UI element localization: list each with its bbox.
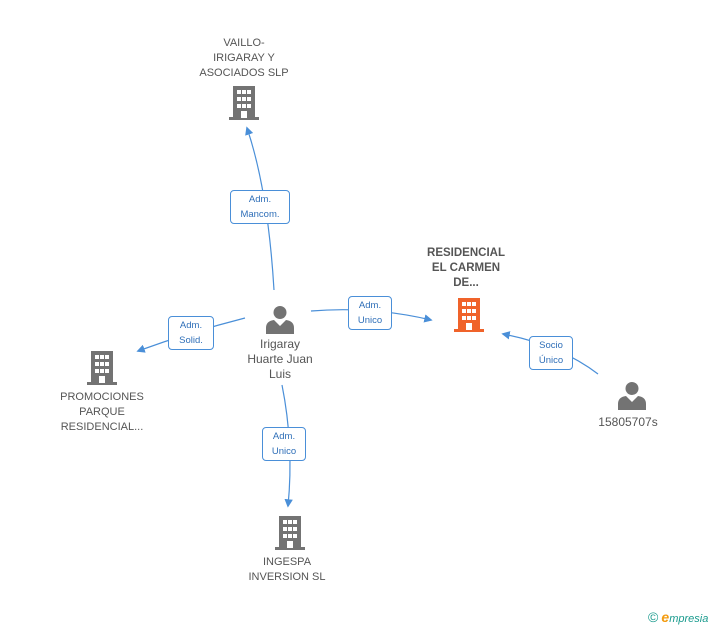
edge-label-socio-unico[interactable]: Socio Único — [529, 336, 573, 370]
brand-initial: e — [661, 609, 670, 625]
node-label-ingespa[interactable]: INGESPA INVERSION SL — [248, 556, 326, 583]
edge-label-mancom[interactable]: Adm. Mancom. — [230, 190, 290, 224]
edge-label-unico-ingespa[interactable]: Adm. Unico — [262, 427, 306, 461]
copyright-symbol: © — [648, 609, 659, 625]
node-label-residencial[interactable]: RESIDENCIAL EL CARMEN DE... — [427, 247, 505, 289]
person-icon[interactable] — [617, 380, 647, 410]
node-label-socio[interactable]: 15805707s — [598, 415, 658, 429]
building-icon[interactable] — [87, 351, 117, 385]
person-icon[interactable] — [265, 304, 295, 334]
brand-name: mpresia — [669, 613, 709, 625]
building-icon[interactable] — [229, 86, 259, 120]
node-label-vaillo[interactable]: VAILLO- IRIGARAY Y ASOCIADOS SLP — [199, 37, 289, 79]
node-label-promociones[interactable]: PROMOCIONES PARQUE RESIDENCIAL... — [60, 391, 144, 433]
empresia-logo[interactable]: © empresia — [648, 609, 708, 625]
edge-label-unico-residencial[interactable]: Adm. Unico — [348, 296, 392, 330]
edge-label-solid[interactable]: Adm. Solid. — [168, 316, 214, 350]
building-icon[interactable] — [454, 298, 484, 332]
building-icon[interactable] — [275, 516, 305, 550]
node-label-irigaray[interactable]: Irigaray Huarte Juan Luis — [247, 337, 313, 381]
